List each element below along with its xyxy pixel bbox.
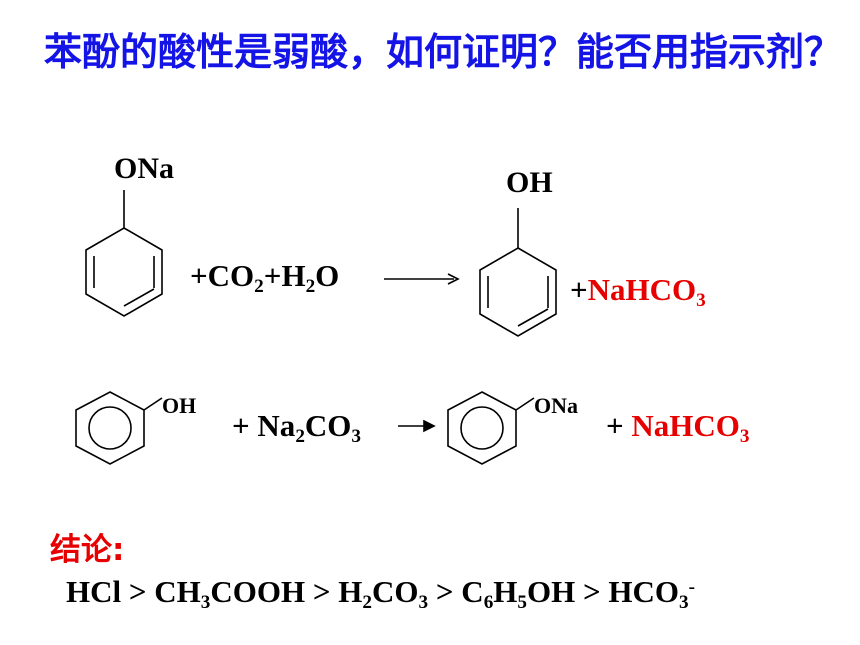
conclusion-label: 结论: (50, 532, 125, 568)
benzene-ring-product2 (447, 391, 535, 465)
reaction2-arrow (398, 419, 436, 433)
product2-substituent: ONa (534, 393, 578, 418)
acidity-order: HCl > CH3COOH > H2CO3 > C6H5OH > HCO3- (66, 574, 696, 614)
reaction1-byproduct: +NaHCO3 (570, 272, 706, 312)
reaction1-reagents: +CO2+H2O (190, 258, 340, 298)
benzene-ring-product1 (479, 208, 557, 337)
reaction2-reagents: + Na2CO3 (232, 408, 362, 448)
slide-title: 苯酚的酸性是弱酸，如何证明？能否用指示剂？ (44, 30, 843, 74)
reaction2-byproduct: + NaHCO3 (606, 408, 750, 448)
benzene-ring-reactant1 (85, 190, 163, 317)
reactant1-substituent: ONa (114, 152, 174, 185)
product1-substituent: OH (506, 166, 553, 199)
reactant2-substituent: OH (162, 393, 197, 418)
benzene-ring-reactant2 (75, 391, 163, 465)
reaction1-arrow (384, 273, 460, 285)
